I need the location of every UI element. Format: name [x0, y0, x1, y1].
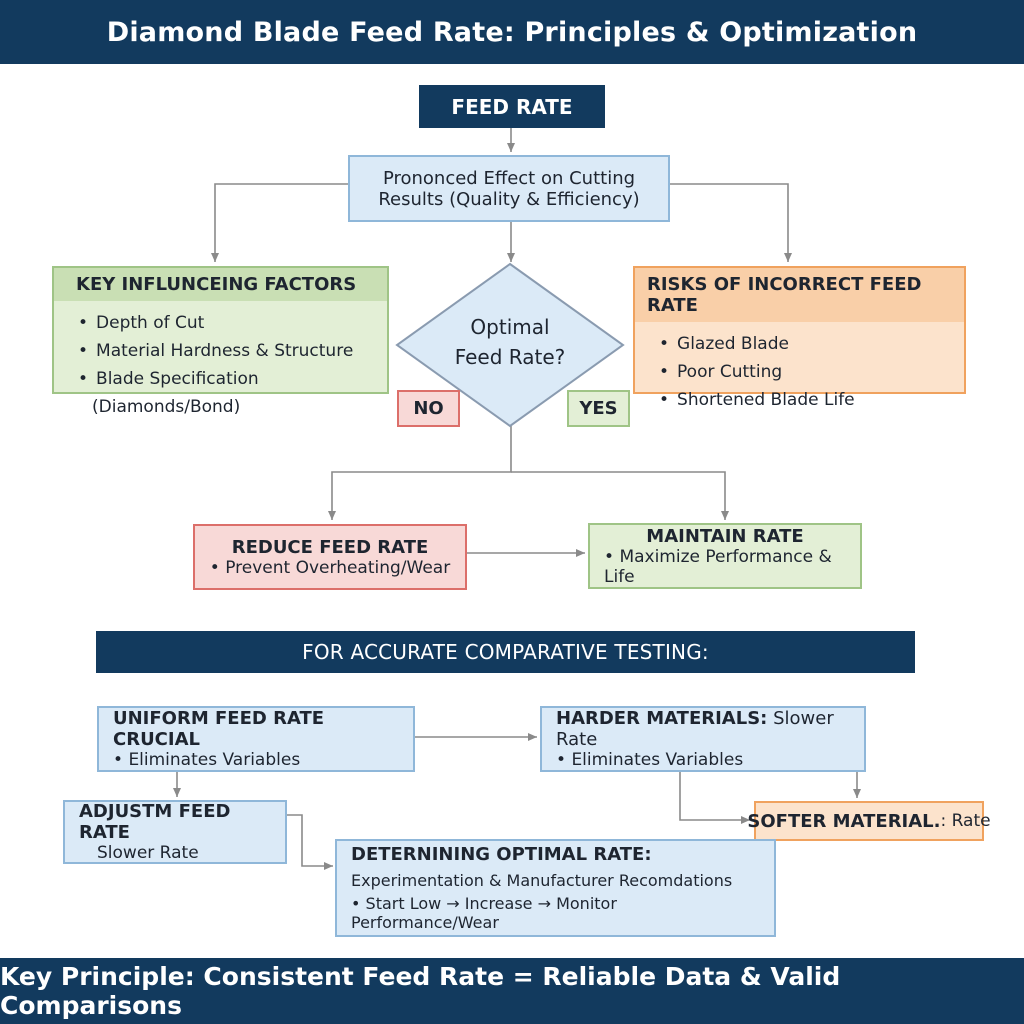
uniform-item: • Eliminates Variables: [113, 750, 301, 770]
adjust-item: Slower Rate: [97, 843, 199, 863]
yes-label: YES: [567, 390, 630, 427]
determining-line-2: • Start Low → Increase → Monitor Perform…: [351, 894, 617, 932]
risk-item: Glazed Blade: [673, 330, 950, 358]
softer-title-rest: : Rate: [940, 811, 991, 831]
maintain-box: MAINTAIN RATE • Maximize Performance & L…: [588, 523, 862, 589]
factor-item: Depth of Cut: [92, 309, 373, 337]
page-title: Diamond Blade Feed Rate: Principles & Op…: [0, 0, 1024, 64]
maintain-item: • Maximize Performance & Life: [604, 546, 832, 587]
decision-line-1: Optimal: [470, 315, 550, 339]
decision-diamond: [395, 262, 625, 428]
arrow-harder-to-softer: [679, 772, 750, 824]
effect-line-1: Prononced Effect on Cutting: [382, 167, 636, 189]
determining-box: DETERNINING OPTIMAL RATE: Experimentatio…: [335, 839, 776, 937]
effect-line-2: Results (Quality & Efficiency): [378, 188, 640, 210]
harder-item: • Eliminates Variables: [556, 750, 744, 770]
connector-decision-right: [511, 471, 729, 520]
risk-item: Poor Cutting: [673, 358, 950, 386]
arrow-effect-to-factors: [211, 183, 348, 262]
connector-decision-down: [328, 426, 512, 520]
harder-title-rest: Slower Rate: [556, 708, 834, 750]
arrow-effect-to-risks: [670, 183, 792, 262]
determining-line-1: Experimentation & Manufacturer Recomdati…: [351, 871, 733, 890]
adjust-title: ADJUSTM FEED RATE: [79, 801, 231, 843]
risks-title: RISKS OF INCORRECT FEED RATE: [635, 268, 964, 322]
uniform-item-text: Eliminates Variables: [128, 750, 301, 770]
decision-line-2: Feed Rate?: [454, 345, 566, 369]
uniform-title: UNIFORM FEED RATE CRUCIAL: [113, 708, 325, 750]
risk-item: Shortened Blade Life: [673, 386, 950, 414]
uniform-box: UNIFORM FEED RATE CRUCIAL • Eliminates V…: [97, 706, 415, 772]
risks-list: Glazed Blade Poor Cutting Shortened Blad…: [649, 330, 950, 414]
reduce-box: REDUCE FEED RATE • Prevent Overheating/W…: [193, 524, 467, 590]
risks-box: RISKS OF INCORRECT FEED RATE Glazed Blad…: [633, 266, 966, 410]
softer-title: SOFTER MATERIAL.: [747, 810, 941, 832]
feed-rate-label: FEED RATE: [419, 85, 605, 128]
reduce-item: • Prevent Overheating/Wear: [209, 557, 451, 578]
footer-principle: Key Principle: Consistent Feed Rate = Re…: [0, 958, 1024, 1024]
no-label: NO: [397, 390, 460, 427]
effect-box: Prononced Effect on Cutting Results (Qua…: [348, 155, 670, 222]
determining-title: DETERNINING OPTIMAL RATE:: [351, 844, 652, 865]
factor-item: Blade Specification (Diamonds/Bond): [92, 365, 373, 421]
reduce-title: REDUCE FEED RATE: [231, 536, 429, 558]
maintain-title: MAINTAIN RATE: [646, 525, 804, 547]
arrow-adjust-to-determining: [287, 814, 333, 870]
decision-text: Optimal Feed Rate?: [440, 312, 580, 376]
factors-list: Depth of Cut Material Hardness & Structu…: [68, 309, 373, 421]
factor-item: Material Hardness & Structure: [92, 337, 373, 365]
softer-box: SOFTER MATERIAL.: Rate: [747, 801, 991, 841]
determining-line-2-text: Start Low → Increase → Monitor Performan…: [351, 894, 617, 932]
adjust-box: ADJUSTM FEED RATE Slower Rate: [63, 800, 287, 864]
reduce-item-text: Prevent Overheating/Wear: [225, 557, 451, 578]
harder-title: HARDER MATERIALS:: [556, 708, 768, 729]
factors-box: KEY INFLUNCEING FACTORS Depth of Cut Mat…: [52, 266, 389, 417]
maintain-item-text: Maximize Performance & Life: [604, 546, 832, 587]
factors-title: KEY INFLUNCEING FACTORS: [54, 268, 387, 301]
harder-item-text: Eliminates Variables: [571, 750, 744, 770]
harder-title-line: HARDER MATERIALS: Slower Rate: [556, 708, 850, 750]
harder-box: HARDER MATERIALS: Slower Rate • Eliminat…: [540, 706, 866, 772]
testing-header: FOR ACCURATE COMPARATIVE TESTING:: [96, 631, 915, 673]
